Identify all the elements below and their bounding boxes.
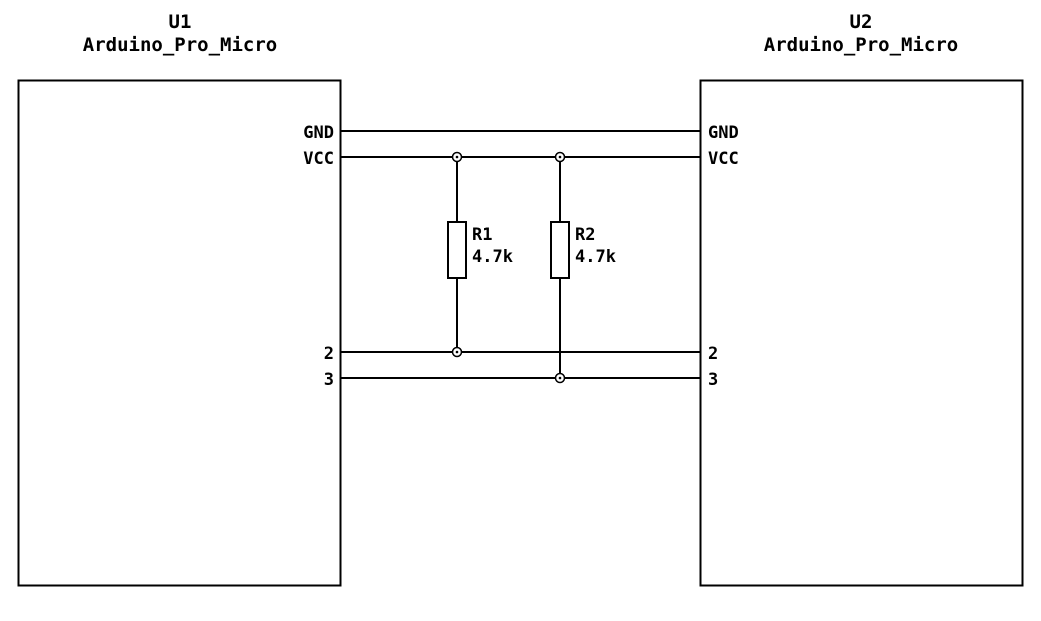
junction-r1-vcc	[451, 151, 463, 163]
u2-component-body	[699, 79, 1024, 587]
u1-component-body	[17, 79, 342, 587]
u2-pin-label-3: 3	[708, 370, 718, 390]
u1-reference-label: U1	[169, 11, 192, 33]
u2-reference-label: U2	[850, 11, 873, 33]
r1-value-label: 4.7k	[472, 247, 513, 267]
u2-pin-label-vcc: VCC	[708, 149, 739, 169]
u1-pin-label-vcc: VCC	[303, 149, 334, 169]
u2-pin-label-2: 2	[708, 344, 718, 364]
u1-pin-label-2: 2	[324, 344, 334, 364]
u1-pin-label-3: 3	[324, 370, 334, 390]
r1-reference-label: R1	[472, 225, 492, 245]
u1-pin-label-gnd: GND	[303, 123, 334, 143]
r2-value-label: 4.7k	[575, 247, 616, 267]
junction-r2-pin3	[554, 372, 566, 384]
r1-resistor-body	[447, 221, 467, 279]
r2-resistor-body	[550, 221, 570, 279]
junction-r1-pin2	[451, 346, 463, 358]
r2-reference-label: R2	[575, 225, 595, 245]
u1-value-label: Arduino_Pro_Micro	[83, 34, 277, 56]
u2-value-label: Arduino_Pro_Micro	[764, 34, 958, 56]
junction-r2-vcc	[554, 151, 566, 163]
u2-pin-label-gnd: GND	[708, 123, 739, 143]
